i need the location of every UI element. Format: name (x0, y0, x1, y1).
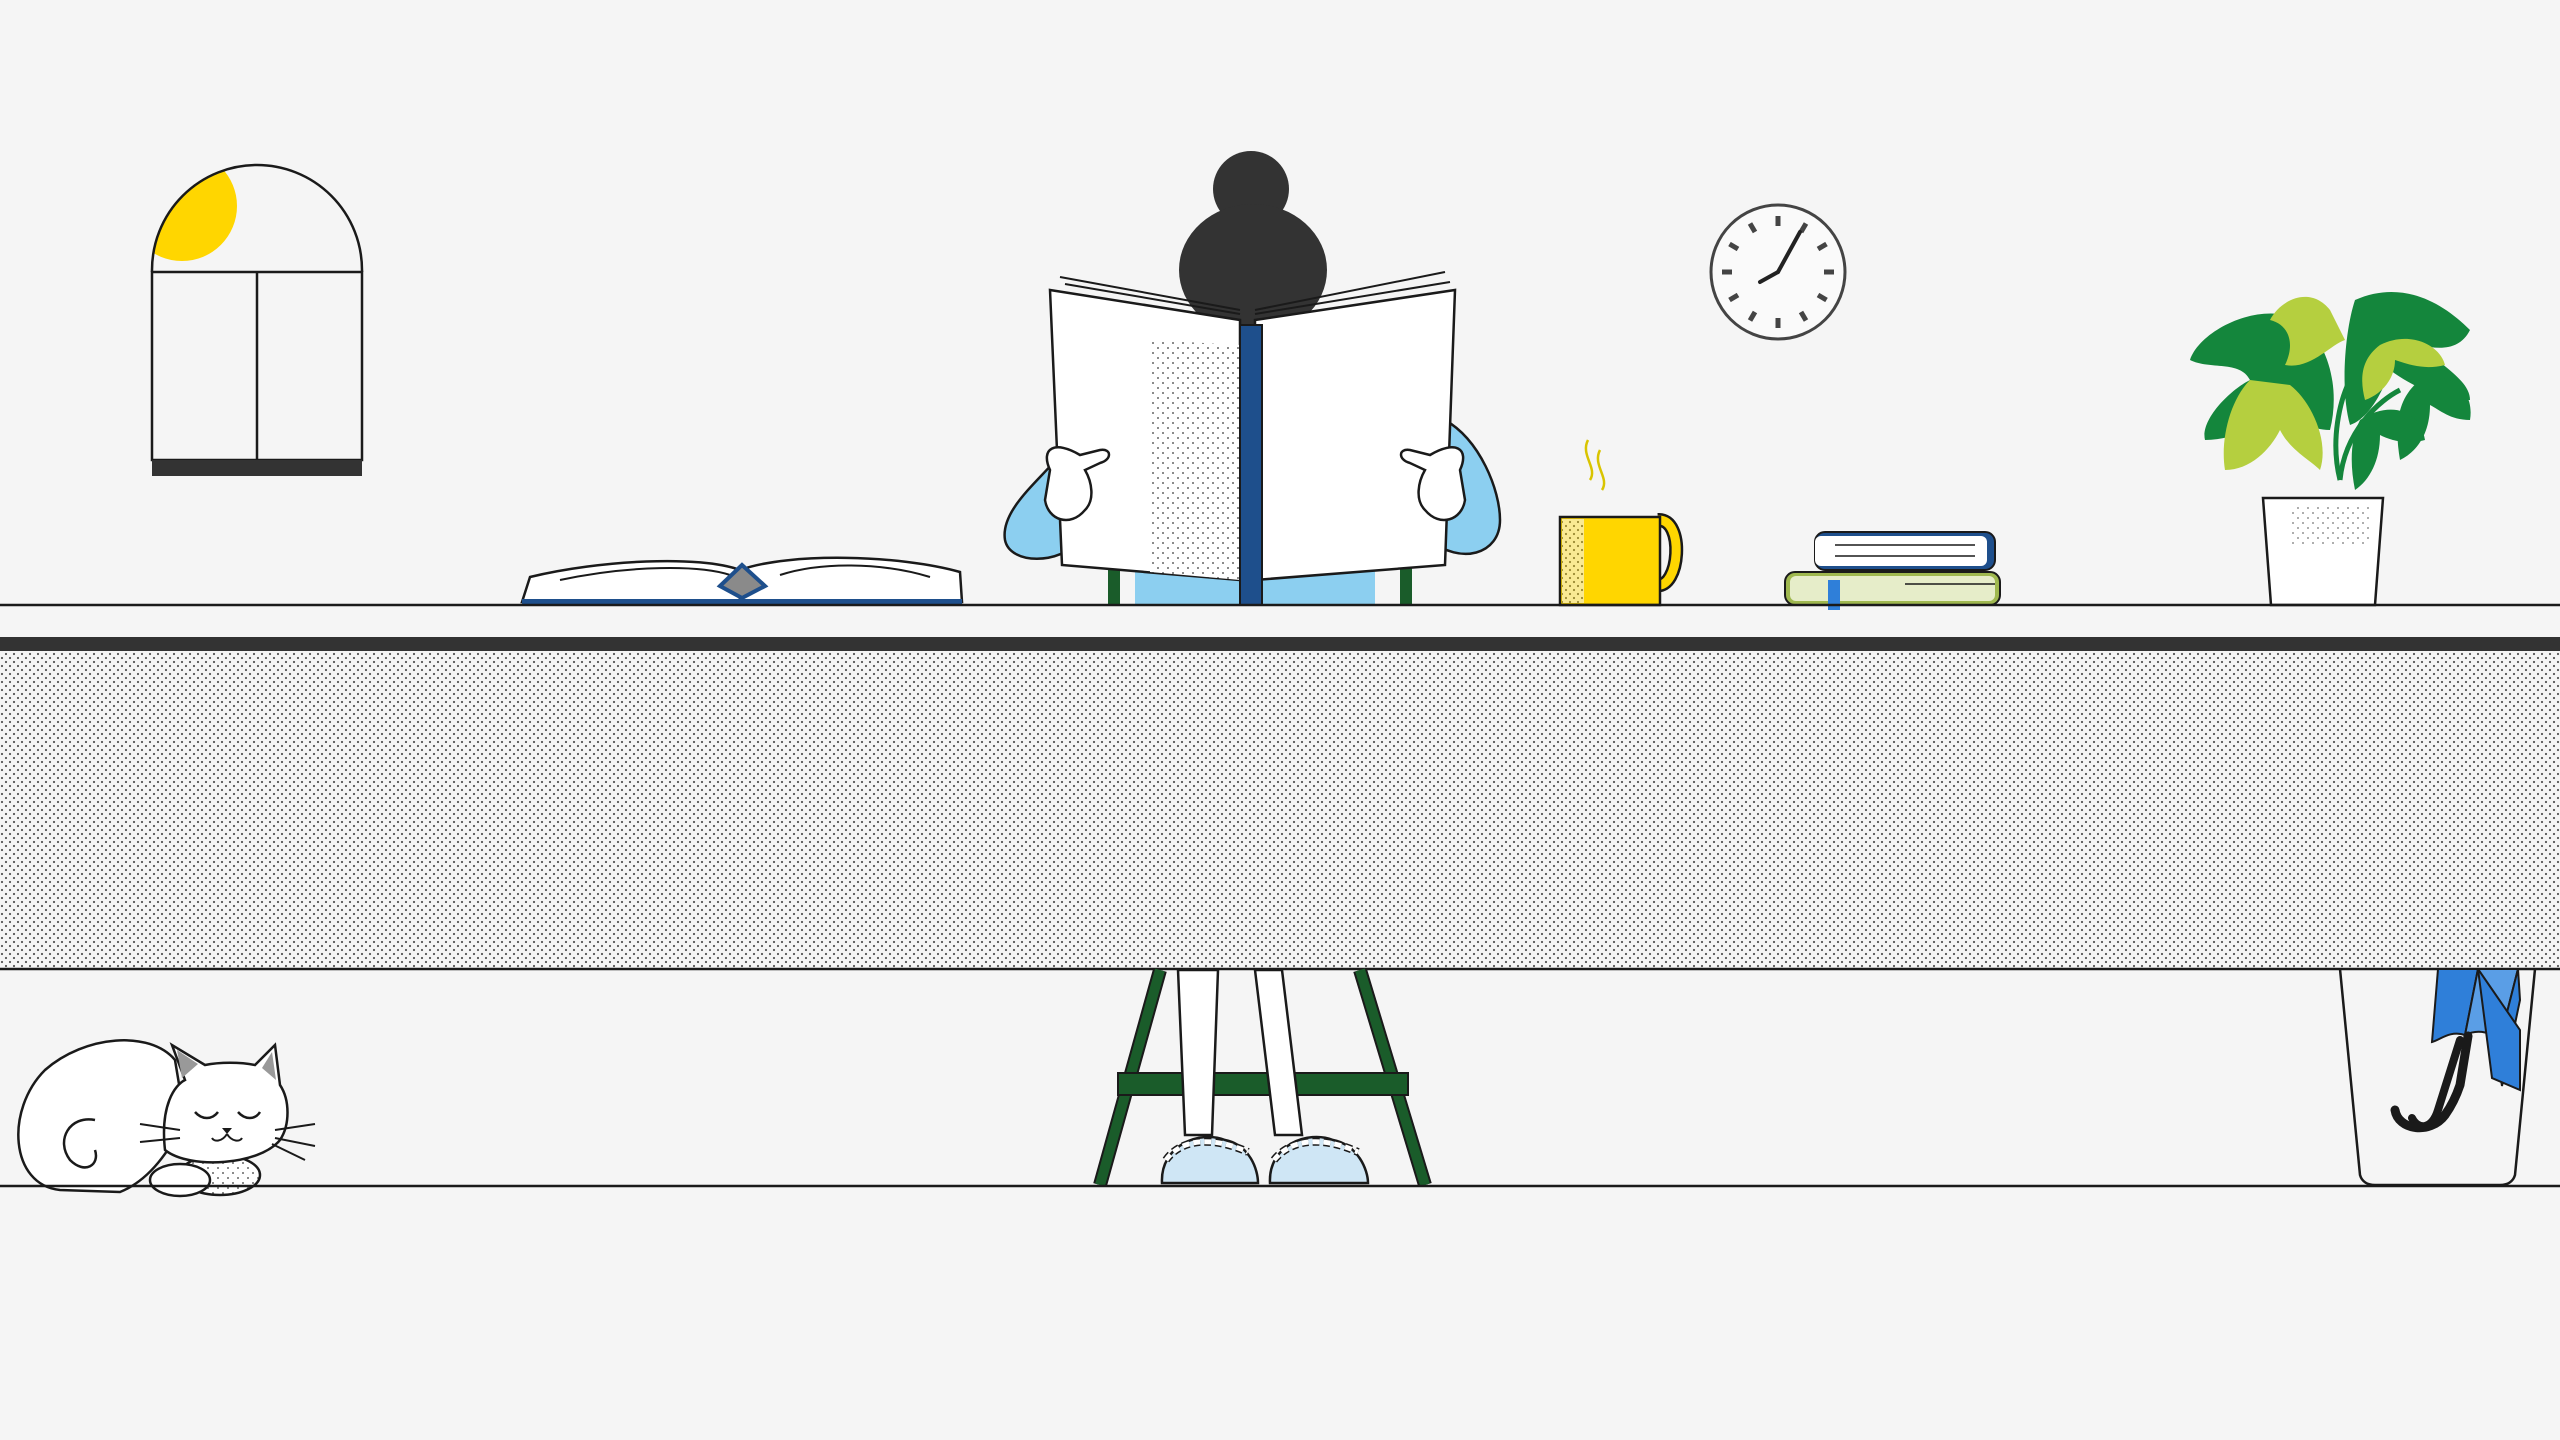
sun (152, 165, 237, 261)
window (150, 163, 364, 476)
desk (0, 603, 2560, 971)
potted-plant (2190, 291, 2471, 607)
slippers (1160, 1135, 1370, 1185)
open-book-on-desk (520, 556, 964, 605)
umbrella-bin (2338, 968, 2537, 1187)
cat (17, 1039, 316, 1198)
clock-minute-hand (1776, 230, 1802, 274)
clock-hour-hand (1758, 270, 1780, 284)
wall-clock (1709, 203, 1847, 341)
bookmark-ribbon (1828, 580, 1840, 610)
umbrella (2390, 968, 2522, 1133)
reader-legs (1176, 968, 1304, 1137)
large-book (1048, 271, 1457, 606)
book-stack (1784, 531, 2001, 610)
chair (1093, 967, 1432, 1188)
coffee-mug (1558, 439, 1684, 607)
reader (1003, 151, 1502, 606)
